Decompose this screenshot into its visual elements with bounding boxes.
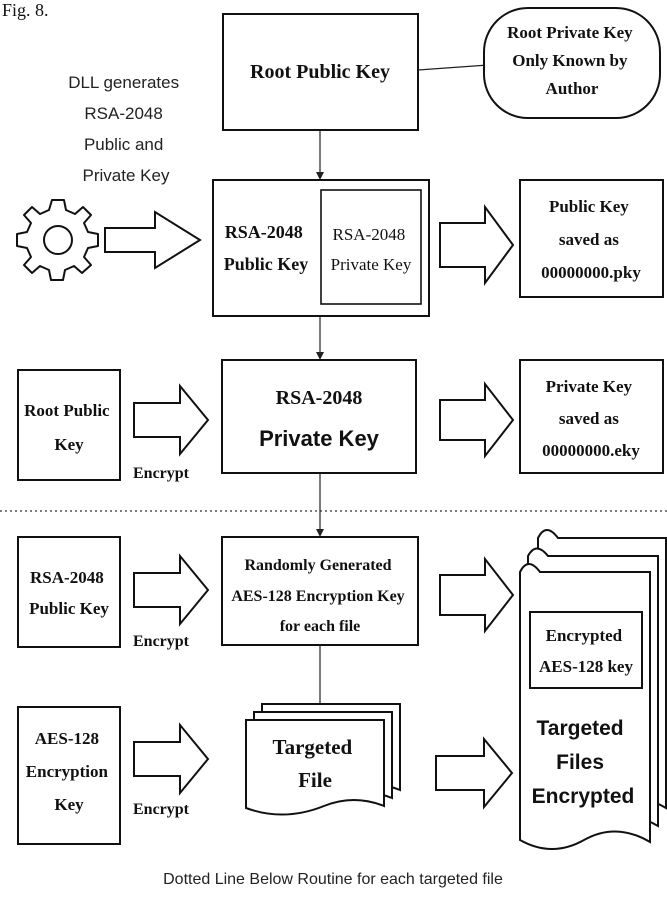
connector-private-to-aes-head (316, 529, 324, 537)
arrow-gear-to-rsa (104, 210, 202, 270)
targeted-file-line-2: File (298, 768, 332, 792)
targeted-files-encrypted-line-1: Targeted (537, 717, 624, 740)
aes-encryption-key-line-1: AES-128 (35, 729, 99, 748)
rsa-private-key-inner-line-1: RSA-2048 (333, 225, 406, 244)
svg-text:Targeted Files Enc: Targeted Files Encrypted (532, 717, 635, 808)
encrypted-aes-key-line-1: Encrypted (546, 626, 623, 645)
private-key-saved-line-3: 00000000.eky (542, 441, 640, 460)
aes-encryption-key-node: AES-128 Encryption Key (17, 706, 121, 845)
svg-text:Randomly Generated AES-1: Randomly Generated AES-128 Encryption Ke… (231, 557, 408, 635)
root-private-key-line-3: Author (546, 79, 599, 98)
encrypted-aes-key-box (529, 611, 643, 689)
root-public-key-node: Root Public Key (222, 13, 419, 131)
arrow-private-main-to-saved (439, 381, 515, 459)
public-key-saved-line-1: Public Key (549, 197, 629, 216)
public-key-saved-line-2: saved as (559, 230, 619, 249)
rsa-public-key-small-line-2: Public Key (29, 599, 109, 618)
private-key-saved-node: Private Key saved as 00000000.eky (519, 359, 664, 474)
rsa-private-key-inner-box (320, 189, 422, 305)
figure-label: Fig. 8. (2, 0, 49, 20)
encrypt-label-2: Encrypt (133, 633, 190, 650)
aes-key-generated-line-2: AES-128 Encryption Key (231, 588, 404, 605)
rsa-public-key-small-node: RSA-2048 Public Key (17, 536, 121, 648)
rsa-public-key-line-1: RSA-2048 (225, 222, 303, 242)
caption: Dotted Line Below Routine for each targe… (163, 871, 503, 888)
dll-text-line-1: DLL generates (68, 73, 179, 92)
aes-encryption-key-line-2: Encryption (26, 762, 109, 781)
encrypt-label-1: Encrypt (133, 465, 190, 482)
private-key-saved-line-2: saved as (559, 409, 619, 428)
svg-text:Targeted File: Targeted File (273, 735, 358, 792)
svg-text:Public Key saved as: Public Key saved as 00000000.pky (541, 197, 641, 282)
svg-text:Private Key saved as: Private Key saved as 00000000.eky (542, 377, 640, 460)
encrypted-files-stack: Encrypted AES-128 key Targeted Files Enc… (519, 529, 667, 850)
aes-key-generated-line-3: for each file (280, 618, 361, 635)
svg-text:RSA-2048 Public Key: RSA-2048 Public Key (224, 222, 309, 274)
aes-key-generated-node: Randomly Generated AES-128 Encryption Ke… (221, 536, 419, 646)
encrypted-aes-key-line-2: AES-128 key (539, 657, 633, 676)
arrow-rsa-public-to-aes (133, 553, 210, 627)
root-private-key-node: Root Private Key Only Known by Author (483, 7, 661, 119)
root-public-key-small-line-1: Root Public (24, 401, 110, 420)
encrypt-label-3: Encrypt (133, 801, 190, 818)
root-public-key-label: Root Public Key (250, 61, 390, 83)
root-private-key-line-1: Root Private Key (507, 23, 633, 42)
arrow-rsa-to-public-saved (439, 203, 515, 287)
rsa-private-key-inner-line-2: Private Key (331, 255, 412, 274)
dll-text-line-3: Public and (84, 135, 163, 154)
private-key-saved-line-1: Private Key (546, 377, 633, 396)
root-private-key-line-2: Only Known by (512, 51, 628, 70)
svg-text:Root Public Key: Root Public Key (24, 401, 114, 454)
connector-root-to-rsa-head (316, 172, 324, 180)
file-doc-front (245, 719, 385, 816)
svg-text:Root Private Key Only Kn: Root Private Key Only Known by Author (507, 23, 637, 98)
public-key-saved-line-3: 00000000.pky (541, 263, 641, 282)
rsa-private-key-main-line-1: RSA-2048 (276, 387, 363, 409)
svg-text:RSA-2048 Public Key: RSA-2048 Public Key (29, 568, 109, 618)
arrow-file-to-encrypted (435, 736, 514, 810)
targeted-files-encrypted-line-3: Encrypted (532, 785, 635, 808)
rsa-private-key-main-node: RSA-2048 Private Key (221, 359, 417, 474)
root-public-key-small-line-2: Key (54, 435, 84, 454)
arrow-aes-key-to-file (133, 722, 210, 796)
svg-text:RSA-2048 Private Key: RSA-2048 Private Key (331, 225, 412, 274)
svg-text:Encrypted AES-128 key: Encrypted AES-128 key (539, 626, 633, 676)
svg-text:AES-128 Encryption: AES-128 Encryption Key (26, 729, 112, 814)
rsa-public-key-small-line-1: RSA-2048 (30, 568, 104, 587)
svg-text:DLL generates RSA-2048: DLL generates RSA-2048 Public and Privat… (68, 73, 184, 185)
dll-text-line-2: RSA-2048 (84, 104, 162, 123)
connector-root-to-private (417, 64, 489, 71)
targeted-file-node: Targeted File (245, 703, 401, 816)
rsa-private-key-main-line-2: Private Key (259, 426, 380, 451)
connector-rsa-to-private-main-head (316, 352, 324, 360)
aes-key-generated-line-1: Randomly Generated (244, 557, 391, 574)
targeted-file-line-1: Targeted (273, 735, 353, 759)
arrow-root-to-private-main (133, 383, 210, 457)
public-key-saved-node: Public Key saved as 00000000.pky (519, 179, 664, 298)
gear-icon (16, 199, 99, 281)
root-public-key-small-node: Root Public Key (17, 369, 121, 481)
targeted-files-encrypted-line-2: Files (556, 751, 604, 774)
arrow-aes-to-encrypted (439, 556, 515, 634)
rsa-keypair-node: RSA-2048 Public Key RSA-2048 Private Key (212, 179, 430, 317)
dll-text-line-4: Private Key (83, 166, 170, 185)
rsa-public-key-line-2: Public Key (224, 254, 309, 274)
aes-encryption-key-line-3: Key (54, 795, 84, 814)
